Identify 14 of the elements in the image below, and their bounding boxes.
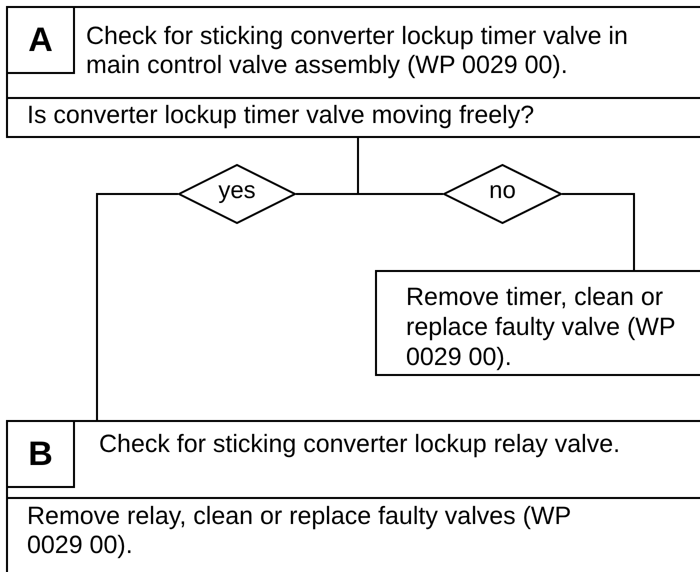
- step-question: Is converter lockup timer valve moving freely?: [27, 101, 536, 130]
- decision-label: yes: [218, 177, 256, 205]
- step-panel: [6, 6, 700, 138]
- step-panel: [6, 420, 700, 572]
- step-letter: A: [8, 8, 75, 74]
- connector-line: [357, 138, 443, 195]
- connector-line: [96, 193, 178, 420]
- step-question: Remove relay, clean or replace faulty valves (WP 0029 00).: [27, 502, 572, 560]
- decision-label: no: [489, 177, 516, 205]
- connector-line: [562, 193, 635, 270]
- step-instruction: Check for sticking converter lockup timer valve in main control valve assembly (WP 0029 00).: [86, 22, 629, 80]
- action-box: Remove timer, clean or replace faulty valve (WP 0029 00).: [375, 270, 700, 376]
- step-letter: B: [8, 422, 75, 488]
- step-instruction: Check for sticking converter lockup relay valve.: [99, 430, 622, 459]
